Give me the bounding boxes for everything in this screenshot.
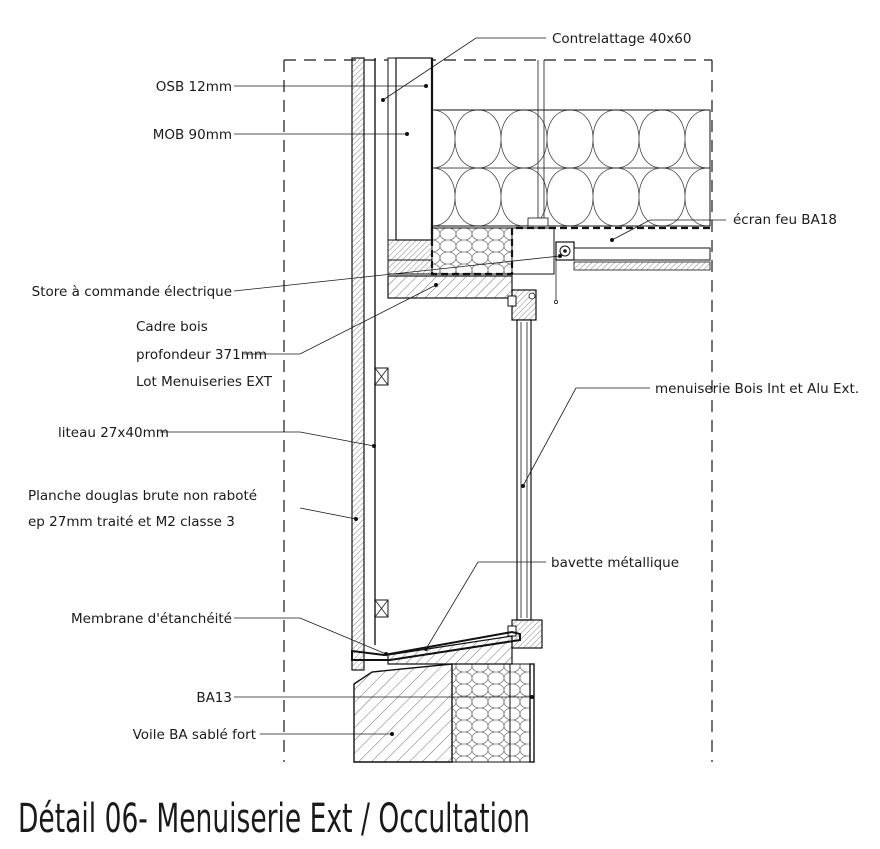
leader-liteau xyxy=(160,431,375,447)
leader-contrelattage xyxy=(382,37,546,101)
ceiling-board xyxy=(573,247,711,261)
glazing-unit xyxy=(516,319,532,621)
leader-cadre-bois xyxy=(244,284,437,355)
label-ecran-feu: écran feu BA18 xyxy=(733,212,837,228)
label-contrelattage: Contrelattage 40x60 xyxy=(552,31,692,47)
leader-membrane xyxy=(234,617,387,655)
store-roller-box xyxy=(511,227,555,275)
label-store: Store à commande électrique xyxy=(32,284,232,300)
label-mob: MOB 90mm xyxy=(153,127,232,143)
label-osb: OSB 12mm xyxy=(156,79,232,95)
leader-ecran-feu xyxy=(611,219,726,241)
liteau-cross-upper xyxy=(374,367,389,386)
leader-planche xyxy=(299,507,357,520)
label-cadre-1: Cadre bois xyxy=(136,319,208,335)
metal-flashing xyxy=(351,630,521,661)
mob-frame xyxy=(395,57,433,241)
label-menuiserie: menuiserie Bois Int et Alu Ext. xyxy=(655,381,859,397)
label-liteau: liteau 27x40mm xyxy=(58,425,169,441)
label-membrane: Membrane d'étanchéité xyxy=(71,611,232,627)
concrete-wall xyxy=(353,663,453,763)
lintel-insulation xyxy=(431,227,513,275)
wood-frame-lintel xyxy=(387,275,513,299)
label-voile: Voile BA sablé fort xyxy=(133,727,256,743)
label-bavette: bavette métallique xyxy=(551,555,679,571)
store-box-block xyxy=(387,239,433,261)
cladding-board xyxy=(351,57,365,671)
drawing-title: Détail 06- Menuiserie Ext / Occultation xyxy=(18,796,530,842)
label-planche-1: Planche douglas brute non raboté xyxy=(28,488,257,504)
fire-screen xyxy=(430,226,710,276)
wall-insulation-bottom xyxy=(451,663,511,763)
liteau-cross-lower xyxy=(374,599,389,618)
label-ba13: BA13 xyxy=(196,690,232,706)
ba13-board xyxy=(529,663,535,763)
label-cadre-3: Lot Menuiseries EXT xyxy=(136,374,273,390)
label-planche-2: ep 27mm traité et M2 classe 3 xyxy=(28,514,235,530)
leader-menuiserie xyxy=(522,387,650,487)
leader-store xyxy=(233,255,561,292)
leader-bavette xyxy=(425,561,546,650)
osb-panel xyxy=(387,57,397,241)
label-cadre-2: profondeur 371mm xyxy=(136,347,267,363)
